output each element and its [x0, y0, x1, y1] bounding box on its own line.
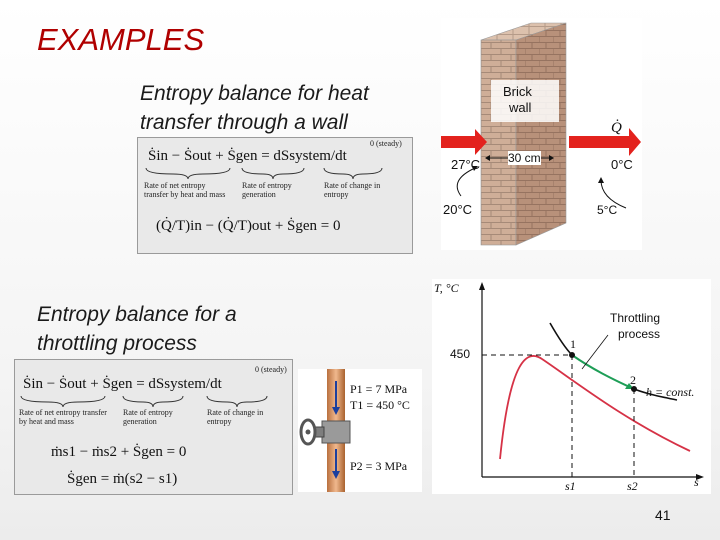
- s-axis-label: s: [694, 475, 699, 489]
- page-number: 41: [655, 507, 671, 523]
- brace-label-change: Rate of change in entropy: [207, 408, 264, 426]
- throttling-balance-line: ṁs1 − ṁs2 + Ṡgen = 0: [51, 444, 187, 460]
- s1-label: s1: [565, 479, 576, 493]
- t-axis-label: T, °C: [434, 281, 459, 295]
- process-label-throttling: Throttling: [610, 311, 661, 325]
- inlet-temperature: T1 = 450 °C: [350, 398, 410, 412]
- wall-label-brick: Brick: [503, 84, 532, 99]
- state-2-point: [631, 386, 637, 392]
- wall-balance-result: (Q̇/T)in − (Q̇/T)out + Ṡgen = 0: [156, 218, 341, 234]
- brace-row: [145, 167, 383, 180]
- section1-heading: Entropy balance for heat transfer throug…: [140, 82, 369, 134]
- brick-wall-figure: Brick wall Q̇ 30 cm 27°C 0°C 20°C 5°C: [441, 18, 642, 250]
- state-2-label: 2: [630, 373, 636, 387]
- outside-air-temp: 5°C: [597, 203, 618, 217]
- heat-rate-label: Q̇: [611, 120, 622, 136]
- steady-note: 0 (steady): [255, 365, 287, 374]
- ts-diagram: T, °C s 450 Throttling process 1 2 h = c…: [432, 279, 711, 494]
- wall-label-wall: wall: [509, 100, 532, 115]
- outlet-pressure: P2 = 3 MPa: [350, 459, 408, 473]
- throttling-process-line: [571, 354, 635, 390]
- throttling-entropy-equation: Ṡin − Ṡout + Ṡgen = dSsystem/dt 0 (stead…: [14, 359, 293, 495]
- entropy-generation-result: Ṡgen = ṁ(s2 − s1): [67, 471, 178, 487]
- inside-air-temp: 20°C: [443, 202, 473, 217]
- thickness-label: 30 cm: [508, 151, 541, 165]
- state-1-label: 1: [570, 337, 576, 351]
- state-1-point: [569, 352, 575, 358]
- wall-entropy-equation: Ṡin − Ṡout + Ṡgen = dSsystem/dt 0 (stead…: [137, 137, 413, 254]
- throttling-valve-figure: P1 = 7 MPa T1 = 450 °C P2 = 3 MPa: [298, 369, 422, 492]
- t-tick-450: 450: [450, 347, 471, 361]
- s2-label: s2: [627, 479, 638, 493]
- outer-surface-temp: 0°C: [611, 157, 633, 172]
- brace-label-change: Rate of change in entropy: [324, 181, 381, 199]
- steady-note: 0 (steady): [370, 139, 402, 148]
- brace-label-transfer: Rate of net entropy transfer by heat and…: [19, 408, 107, 426]
- entropy-balance-line: Ṡin − Ṡout + Ṡgen = dSsystem/dt: [23, 376, 222, 392]
- process-label-process: process: [618, 327, 661, 341]
- slide-title: EXAMPLES: [37, 22, 205, 57]
- brace-label-transfer: Rate of net entropy transfer by heat and…: [144, 181, 226, 199]
- saturation-dome: [499, 355, 691, 460]
- enthalpy-constant-label: h = const.: [646, 385, 695, 399]
- brace-row: [20, 395, 268, 408]
- entropy-balance-line: Ṡin − Ṡout + Ṡgen = dSsystem/dt: [148, 148, 347, 164]
- inlet-pressure: P1 = 7 MPa: [350, 382, 408, 396]
- section2-heading: Entropy balance for a throttling process: [37, 303, 237, 355]
- inner-surface-temp: 27°C: [451, 157, 481, 172]
- brace-label-generation: Rate of entropy generation: [123, 408, 173, 426]
- brace-label-generation: Rate of entropy generation: [242, 181, 292, 199]
